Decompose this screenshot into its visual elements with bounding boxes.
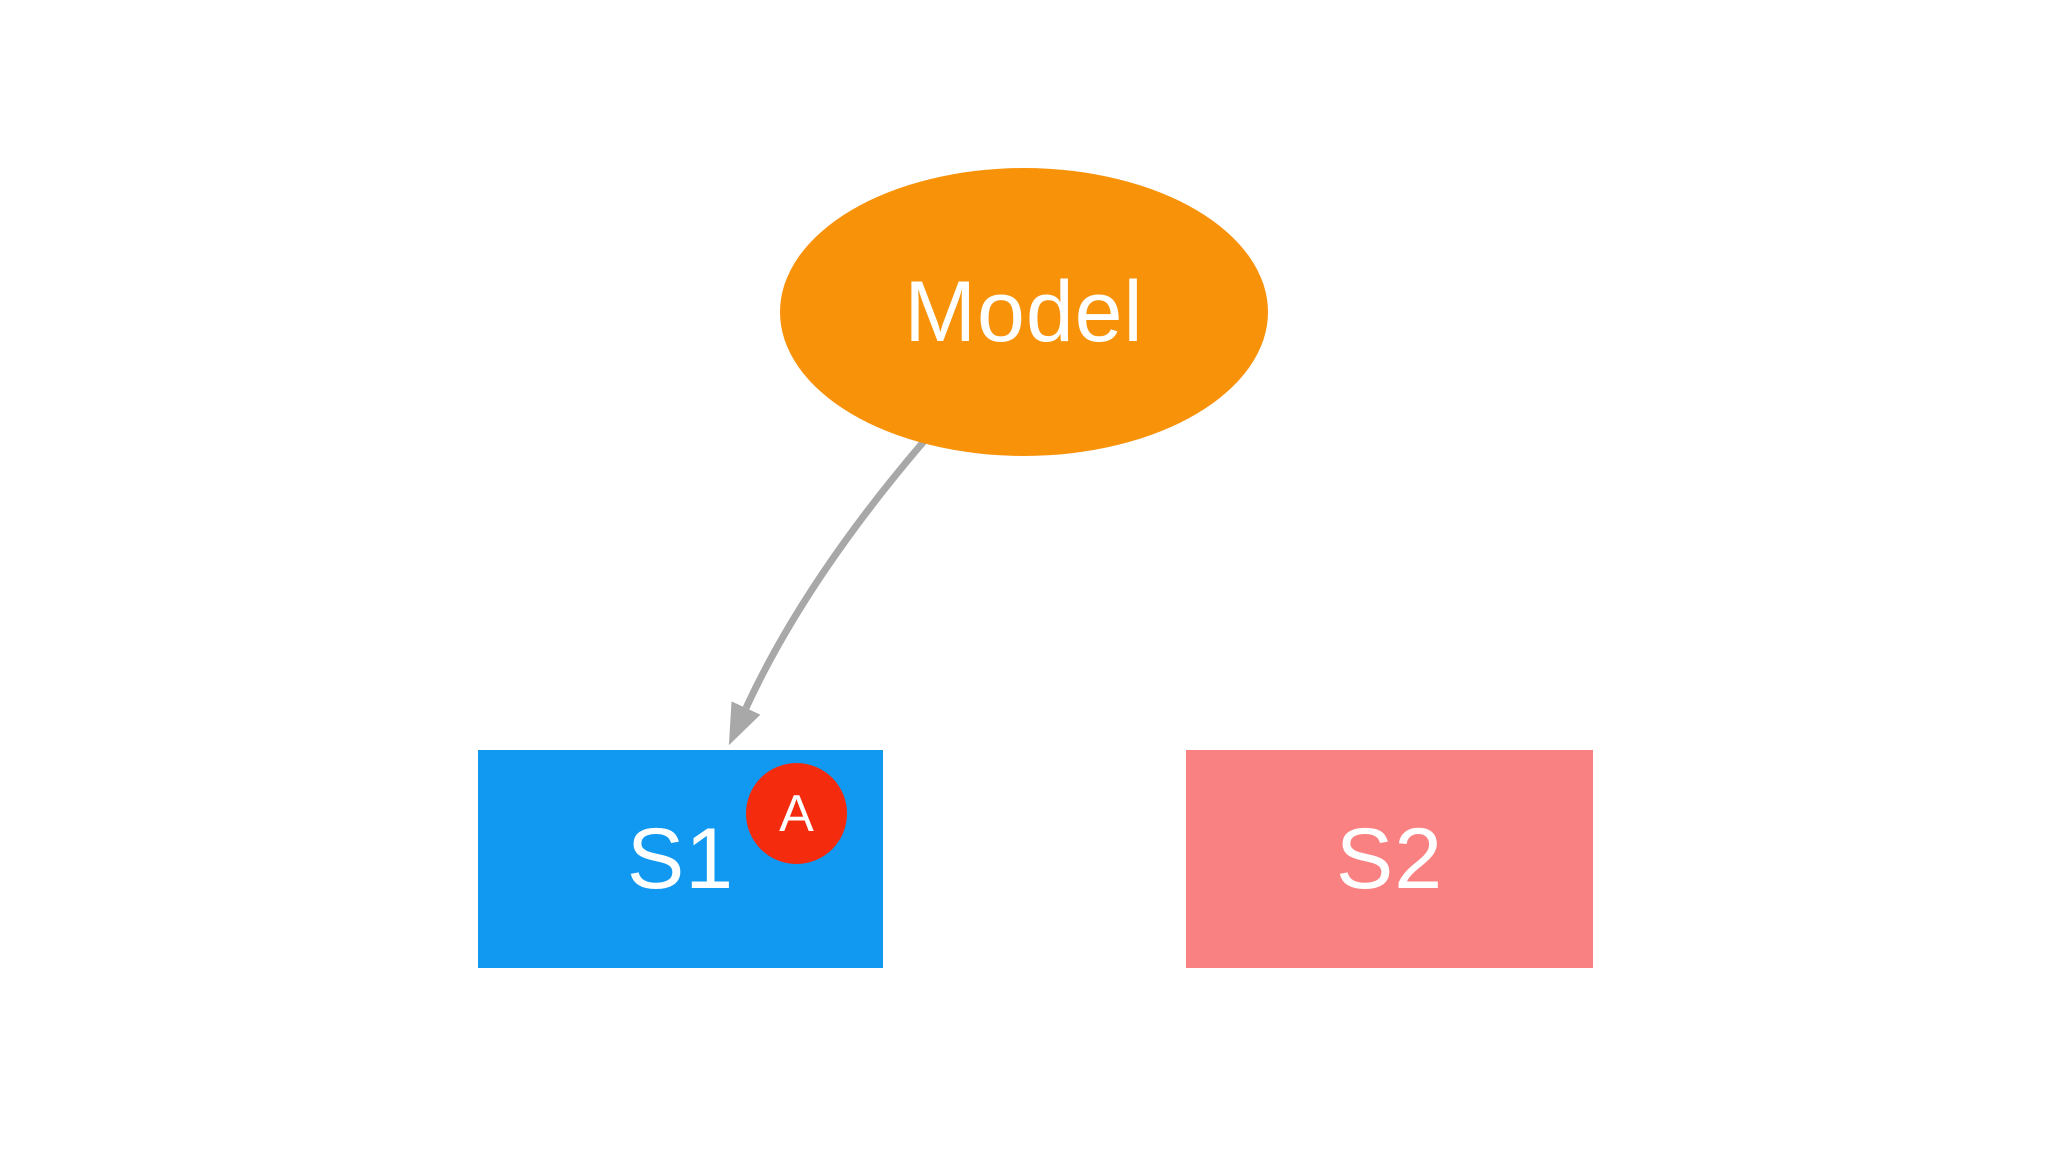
s1-badge: A (746, 763, 847, 864)
model-label: Model (904, 264, 1144, 360)
model-node: Model (780, 168, 1268, 456)
s2-label: S2 (1335, 811, 1444, 907)
s1-badge-label: A (779, 784, 814, 843)
s2-node: S2 (1186, 750, 1593, 968)
edge-path (728, 437, 928, 746)
s1-node: S1 A (478, 750, 883, 968)
s1-label: S1 (626, 811, 735, 907)
